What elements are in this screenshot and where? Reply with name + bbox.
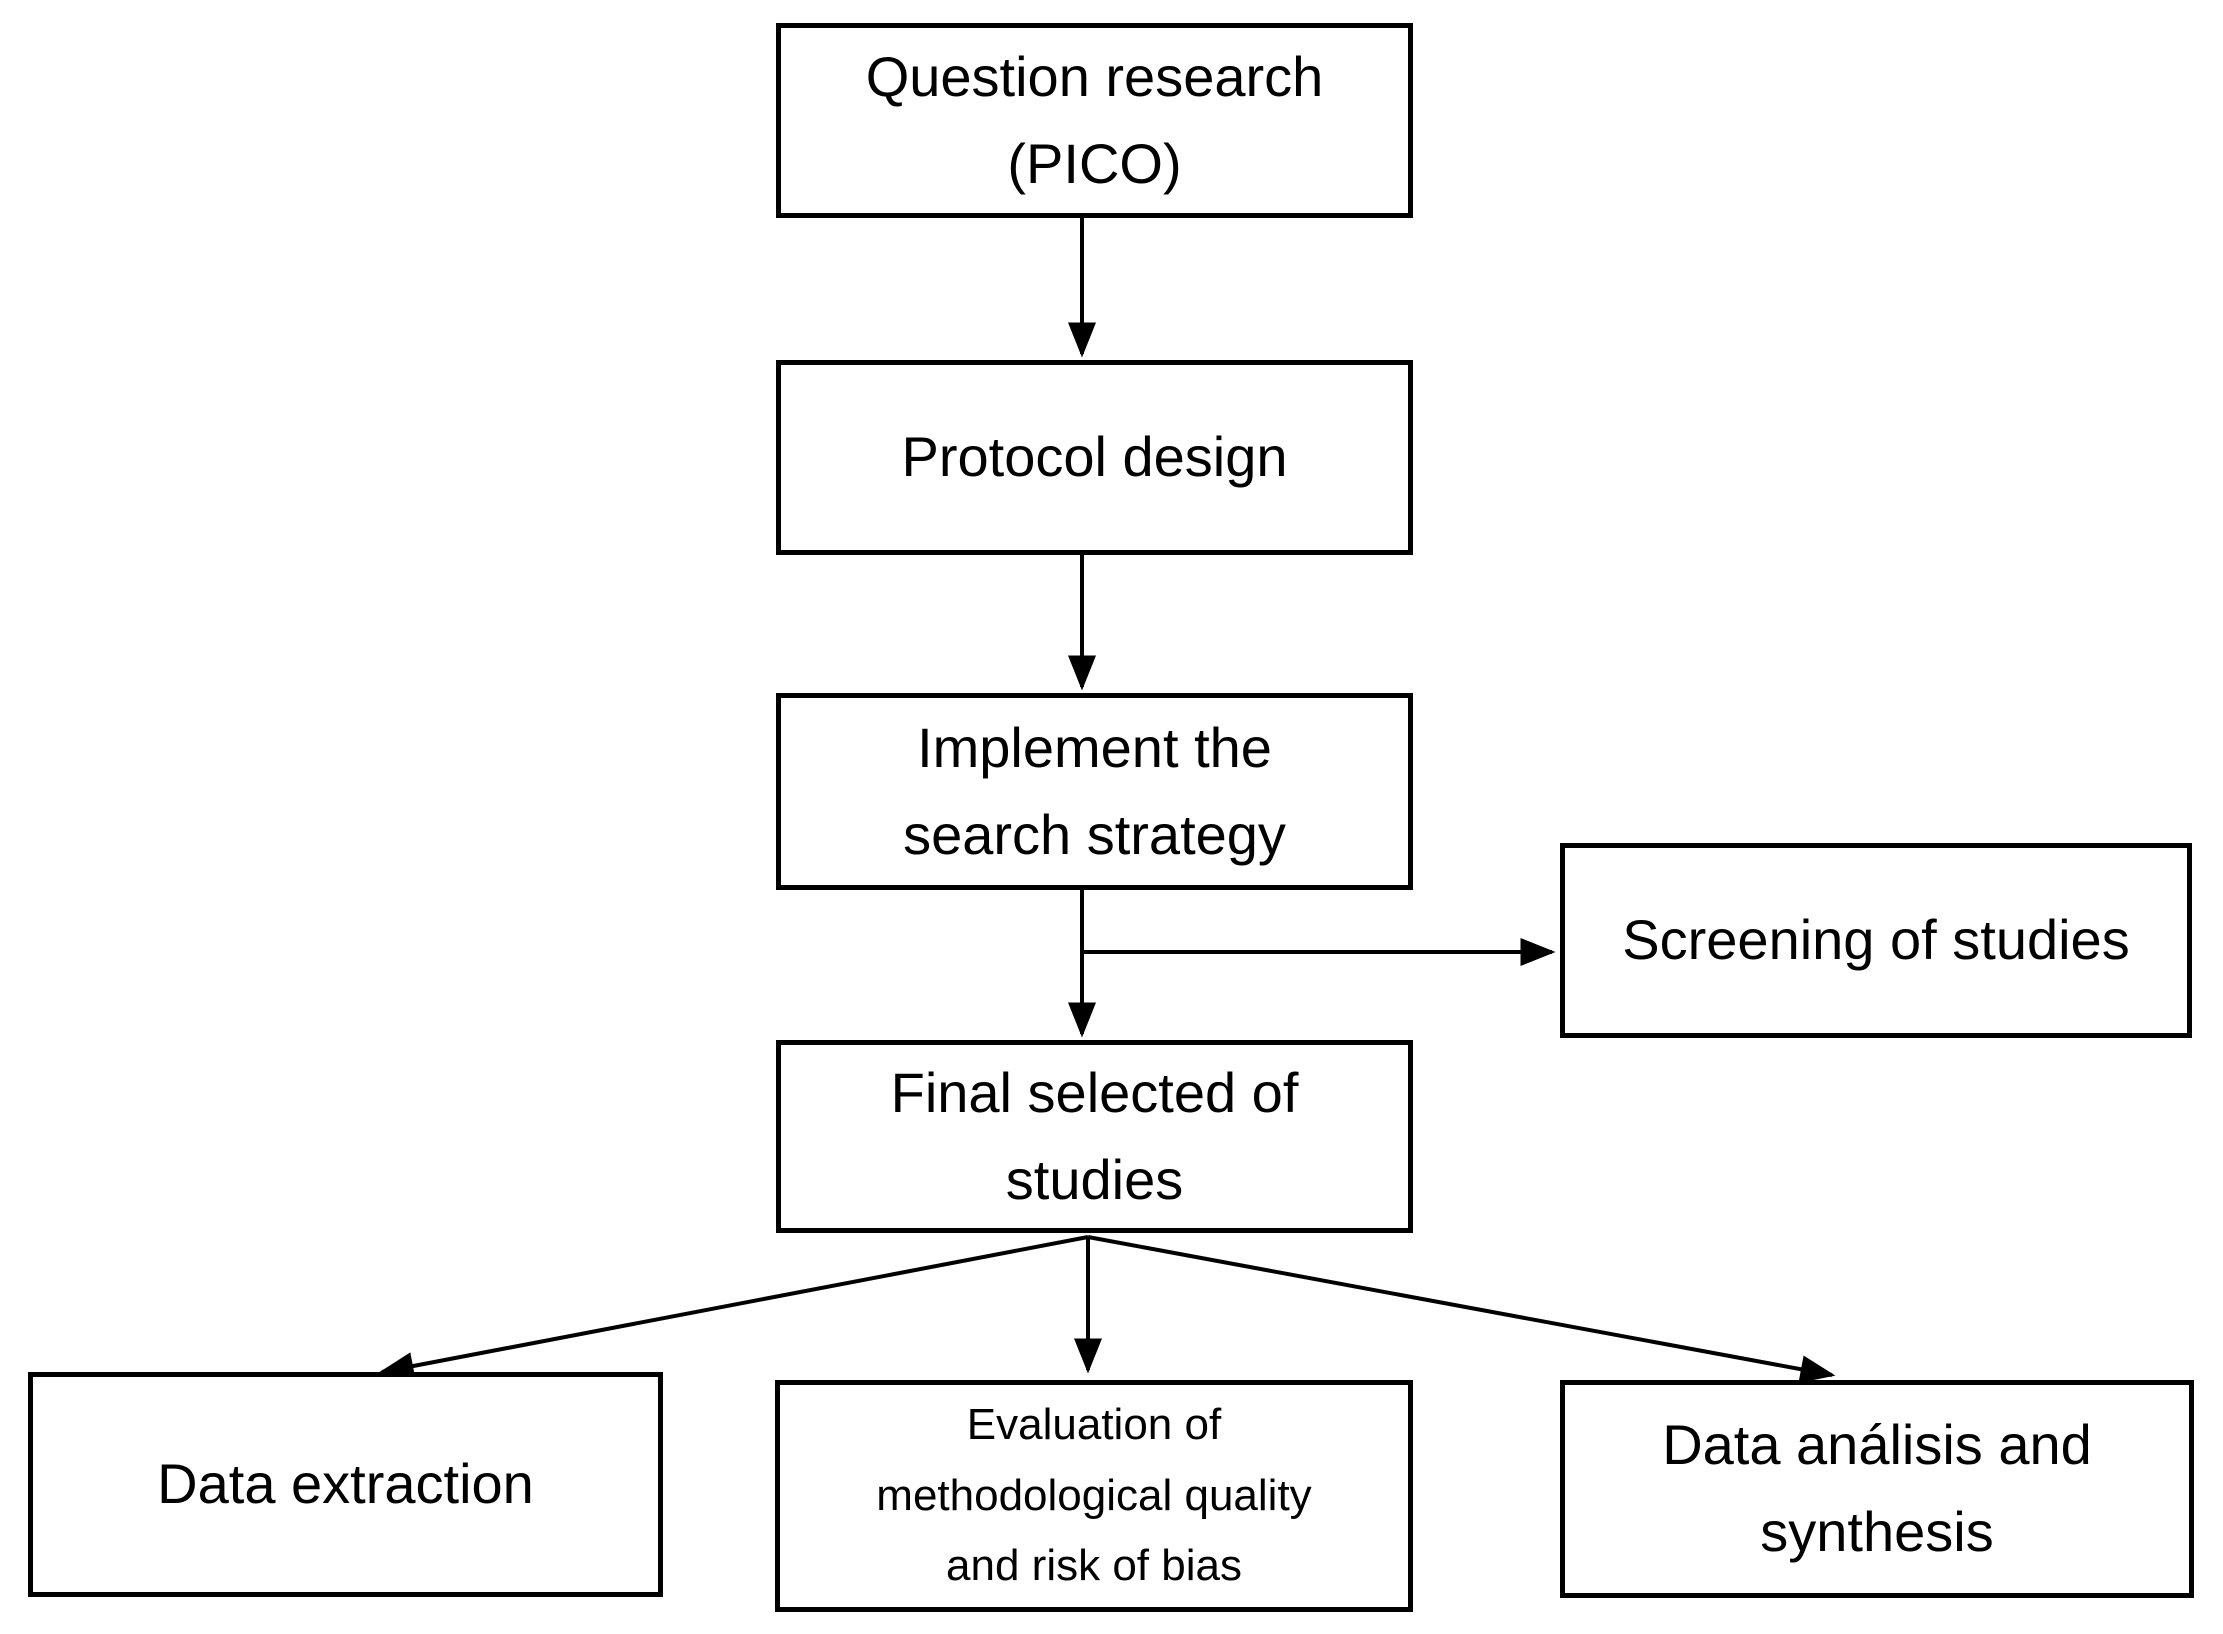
node-screening-of-studies: Screening of studies [1560, 843, 2192, 1038]
arrow-final-to-analysis [1087, 1235, 1836, 1384]
node-label-line: search strategy [903, 802, 1286, 866]
node-label-line: Final selected of [890, 1060, 1299, 1124]
node-final-selected-of-studies: Final selected of studies [776, 1040, 1413, 1233]
node-data-analysis-synthesis: Data análisis and synthesis [1560, 1380, 2194, 1598]
node-label-line: Data análisis and [1662, 1413, 2092, 1477]
node-protocol-design: Protocol design [776, 360, 1413, 555]
node-label-line: studies [1005, 1147, 1184, 1211]
node-label-line: Evaluation of [966, 1400, 1222, 1450]
node-label-line: Protocol design [901, 425, 1288, 489]
node-label-line: Question research [865, 44, 1324, 108]
node-label-line: Screening of studies [1622, 908, 2130, 972]
node-label-line: Data extraction [157, 1452, 534, 1516]
node-label-line: (PICO) [1007, 131, 1182, 195]
node-label-line: synthesis [1760, 1500, 1994, 1563]
node-implement-search-strategy: Implement the search strategy [776, 693, 1413, 890]
node-label-line: and risk of bias [946, 1541, 1242, 1591]
arrow-final-to-extraction [378, 1235, 1089, 1380]
node-data-extraction: Data extraction [28, 1372, 663, 1597]
node-question-research: Question research (PICO) [776, 23, 1413, 218]
node-evaluation-quality-bias: Evaluation of methodological quality and… [775, 1380, 1413, 1612]
node-label-line: methodological quality [876, 1470, 1312, 1520]
node-label-line: Implement the [917, 715, 1272, 779]
